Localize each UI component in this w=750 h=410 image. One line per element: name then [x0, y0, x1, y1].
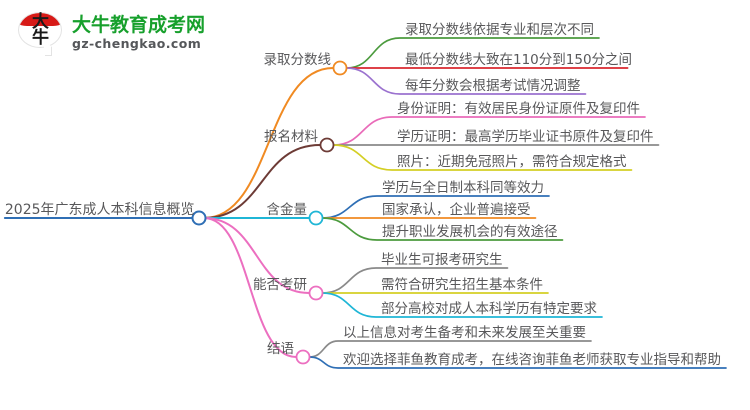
- mindmap-branch-node[interactable]: [308, 210, 324, 226]
- mindmap-branch-label[interactable]: 报名材料: [264, 129, 318, 145]
- mindmap-leaf-link: [321, 217, 564, 241]
- mindmap-leaf-label[interactable]: 需符合研究生招生基本条件: [381, 276, 543, 293]
- mindmap-leaf-label[interactable]: 提升职业发展机会的有效途径: [382, 223, 558, 240]
- mindmap-leaf-label[interactable]: 照片：近期免冠照片，需符合规定格式: [397, 154, 627, 170]
- mindmap-branch-label[interactable]: 结语: [267, 341, 294, 357]
- mindmap-leaf-label[interactable]: 身份证明：有效居民身份证原件及复印件: [397, 100, 640, 117]
- mindmap-branch-link: [203, 217, 310, 294]
- mindmap-leaf-label[interactable]: 国家承认，企业普遍接受: [382, 201, 531, 218]
- mindmap-branch-node[interactable]: [332, 60, 348, 76]
- mindmap-leaf-link: [332, 116, 646, 146]
- mindmap-leaf-label[interactable]: 以上信息对考生备考和未来发展至关重要: [343, 324, 586, 341]
- mindmap-branch-label[interactable]: 录取分数线: [264, 52, 332, 68]
- mindmap-leaf-link: [321, 292, 603, 318]
- mindmap-branch-label[interactable]: 含金量: [267, 202, 308, 218]
- logo-mark-text: 大 牛: [18, 12, 62, 48]
- logo-title: 大牛教育成考网: [72, 13, 206, 36]
- mindmap-branch-link: [203, 217, 297, 358]
- mindmap-leaf-label[interactable]: 学历与全日制本科同等效力: [382, 179, 544, 196]
- mindmap-branch-link: [203, 67, 334, 219]
- mindmap-leaf-link: [308, 356, 727, 369]
- mindmap-links: [3, 37, 727, 369]
- logo-speech-bubble-icon: 大 牛: [18, 11, 64, 55]
- mindmap-leaf-label[interactable]: 毕业生可报考研究生: [381, 252, 503, 268]
- mindmap-leaf-label[interactable]: 录取分数线依据专业和层次不同: [405, 22, 594, 38]
- logo-url: gz-chengkao.com: [72, 35, 202, 51]
- mindmap-leaf-label[interactable]: 部分高校对成人本科学历有特定要求: [381, 300, 597, 317]
- mindmap-labels: 2025年广东成人本科信息概览 录取分数线 录取分数线依据专业和层次不同最低分数线大…: [5, 22, 721, 368]
- mindmap-branch-node[interactable]: [308, 285, 324, 301]
- mindmap-branch-node[interactable]: [319, 137, 335, 153]
- logo-mark-char-1: 大: [32, 12, 49, 32]
- mindmap-leaf-label[interactable]: 欢迎选择菲鱼教育成考，在线咨询菲鱼老师获取专业指导和帮助: [343, 351, 721, 368]
- mindmap-leaf-label[interactable]: 最低分数线大致在110分到150分之间: [405, 52, 632, 68]
- mindmap-leaf-link: [321, 267, 509, 294]
- logo-bubble-tail: [44, 41, 51, 55]
- logo-bubble-shape: [18, 12, 62, 48]
- logo-mark-char-2: 牛: [32, 28, 49, 48]
- mindmap-branch-label[interactable]: 能否考研: [253, 277, 307, 293]
- mindmap-root-label: 2025年广东成人本科信息概览: [5, 201, 195, 218]
- mindmap-branch-link: [203, 144, 321, 219]
- mindmap-leaf-link: [345, 37, 600, 69]
- mindmap-root-node[interactable]: [191, 210, 207, 226]
- mindmap-leaf-link: [345, 67, 587, 95]
- mindmap-leaf-label[interactable]: 学历证明：最高学历毕业证书原件及复印件: [397, 128, 654, 145]
- mindmap-nodes: [191, 60, 348, 365]
- mindmap-leaf-link: [332, 144, 633, 171]
- mindmap-leaf-label[interactable]: 每年分数会根据考试情况调整: [405, 78, 581, 94]
- site-logo: 大 牛 大牛教育成考网 gz-chengkao.com: [18, 8, 208, 56]
- mindmap-leaf-link: [308, 340, 592, 358]
- mindmap-branch-node[interactable]: [295, 349, 311, 365]
- logo-wordmark: 大牛教育成考网 gz-chengkao.com: [72, 14, 205, 51]
